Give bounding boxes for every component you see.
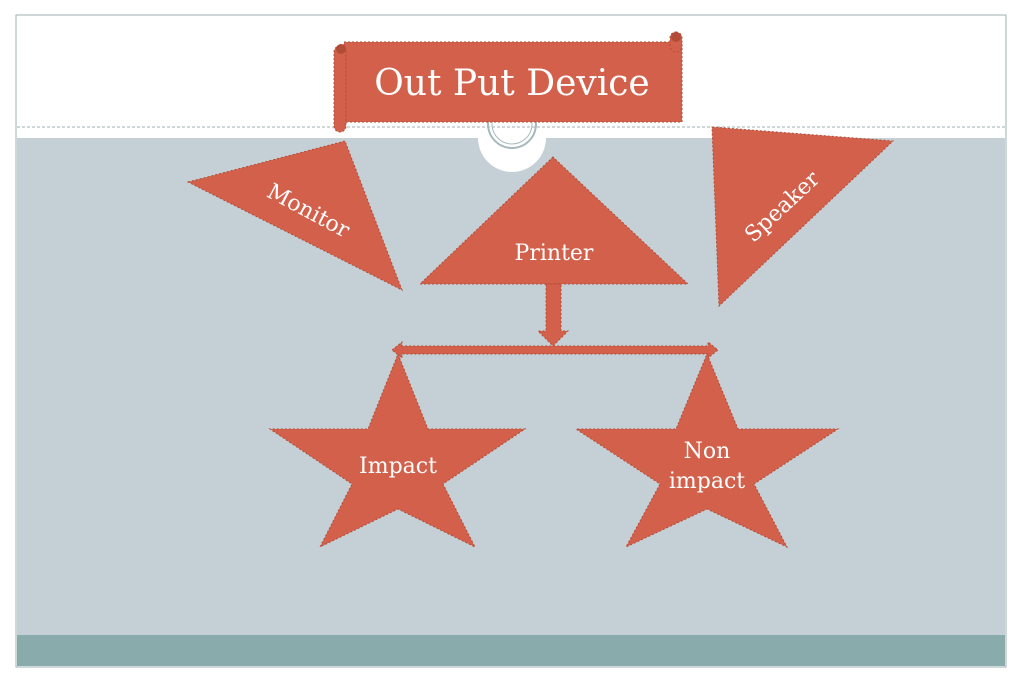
impact-star	[268, 352, 527, 549]
impact-label: Impact	[359, 454, 437, 479]
monitor-shape	[186, 140, 403, 292]
slide-title: Out Put Device	[374, 63, 649, 104]
non-impact-label-line2: impact	[669, 469, 745, 494]
title-scroll-banner	[333, 31, 683, 133]
printer-down-arrow	[536, 283, 570, 347]
branch-double-arrow	[391, 340, 719, 360]
non-impact-label-line1: Non	[684, 439, 731, 464]
non-impact-star	[574, 352, 840, 549]
footer-bar	[17, 635, 1005, 666]
speaker-shape	[711, 126, 895, 308]
printer-label: Printer	[515, 241, 594, 266]
